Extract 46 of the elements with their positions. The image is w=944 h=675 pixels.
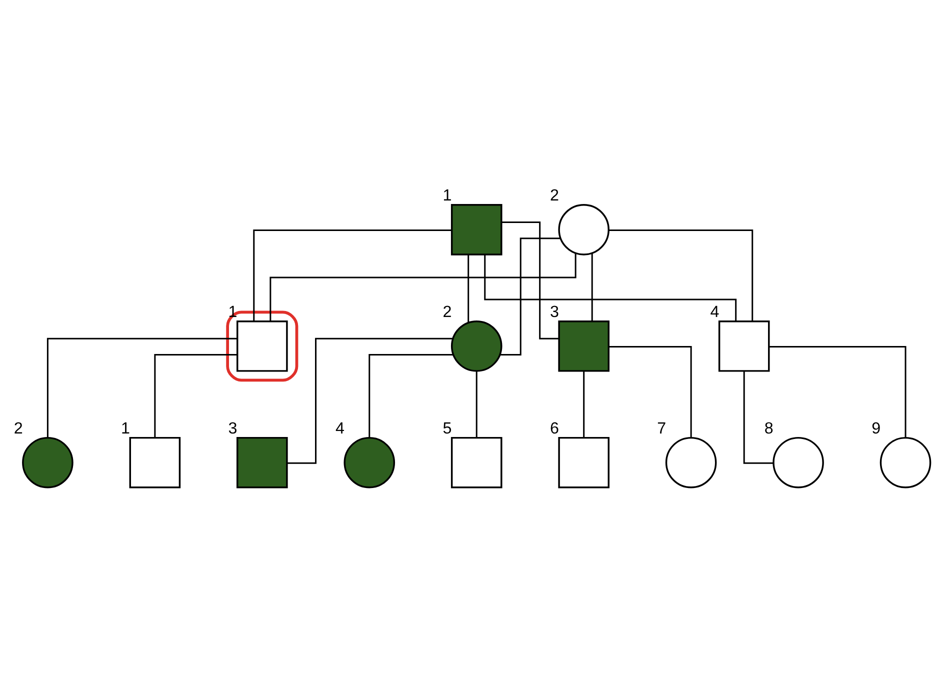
connector (468, 254, 470, 322)
connector (591, 253, 593, 321)
node-box (129, 436, 181, 488)
connector (484, 254, 737, 322)
connector (743, 370, 774, 464)
node-box (718, 320, 770, 372)
node-circle (665, 436, 717, 488)
node-label: 5 (442, 419, 452, 438)
connector (46, 338, 238, 438)
node-label: 6 (550, 419, 559, 438)
node-label: 3 (228, 419, 238, 438)
connector (287, 338, 453, 464)
connector (608, 346, 692, 438)
node-label: 7 (657, 419, 666, 438)
node-label: 2 (550, 186, 559, 205)
node-circle (558, 204, 610, 256)
connector (253, 230, 452, 321)
node-label: 8 (764, 419, 774, 438)
node-label: 9 (872, 419, 881, 438)
node-label: 2 (14, 419, 23, 438)
connector (500, 238, 560, 356)
node-box (450, 204, 502, 256)
node-circle (880, 436, 932, 488)
connector (608, 230, 754, 321)
node-box (450, 436, 502, 488)
node-label: 1 (121, 419, 130, 438)
node-label: 4 (710, 302, 720, 321)
node-box (236, 436, 288, 488)
node-label: 4 (336, 419, 344, 438)
node-circle (22, 436, 74, 488)
node-circle (450, 320, 502, 372)
connector (368, 354, 454, 438)
connector (583, 371, 585, 438)
connector (154, 354, 238, 438)
connector (768, 346, 906, 438)
connector (270, 254, 576, 321)
node-circle (772, 436, 824, 488)
node-label: 3 (550, 302, 559, 321)
connector (502, 221, 559, 340)
node-label: 2 (442, 302, 452, 321)
node-label: 1 (442, 186, 452, 205)
connector (476, 371, 478, 438)
node-box (558, 320, 610, 372)
node-circle (344, 436, 396, 488)
node-box (236, 320, 288, 372)
node-box (558, 436, 610, 488)
